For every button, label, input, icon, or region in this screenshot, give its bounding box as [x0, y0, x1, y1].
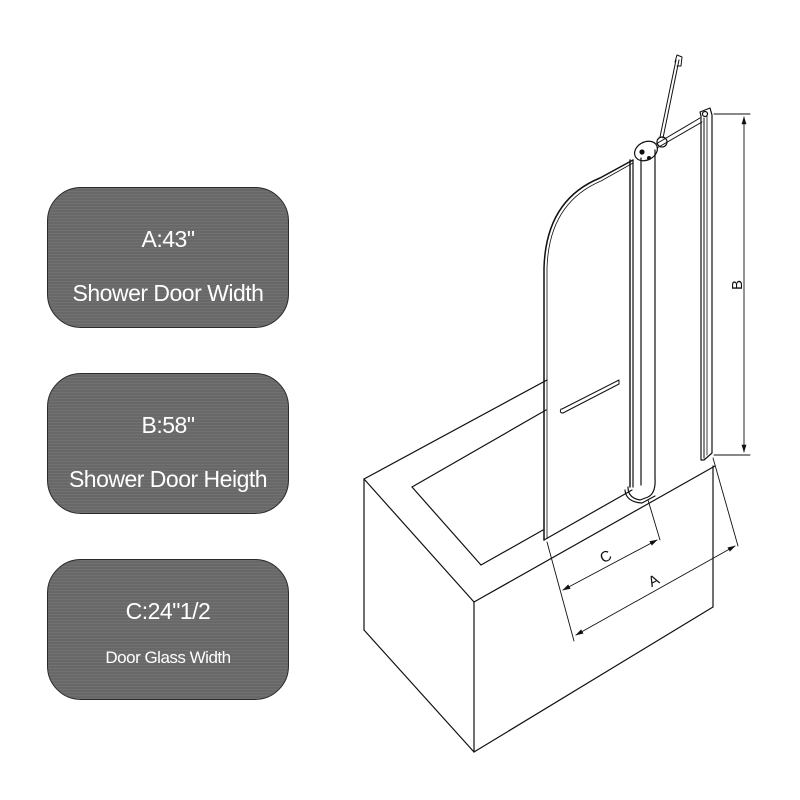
pivot-column: [624, 140, 659, 504]
towel-bar-icon: [559, 379, 620, 414]
glass-door-panel: [543, 159, 634, 541]
dimension-label-c: Door Glass Width: [105, 648, 231, 667]
wall-profile: [699, 107, 713, 461]
dimension-card-c: C:24"1/2 Door Glass Width: [47, 559, 289, 700]
bathtub: [363, 379, 716, 753]
dimension-value-a: A:43": [141, 226, 195, 252]
dimension-b-label: B: [729, 280, 746, 290]
dimension-value-c: C:24"1/2: [125, 598, 211, 624]
dimension-card-b: B:58" Shower Door Heigth: [47, 373, 289, 514]
dimension-b: B: [713, 113, 751, 456]
dimension-a: A: [575, 457, 739, 636]
dimension-label-a: Shower Door Width: [72, 280, 264, 306]
dimension-value-b: B:58": [141, 412, 195, 438]
top-rail: [655, 54, 703, 149]
dimension-card-a: A:43" Shower Door Width: [47, 187, 289, 328]
dimension-label-b: Shower Door Heigth: [68, 466, 268, 492]
